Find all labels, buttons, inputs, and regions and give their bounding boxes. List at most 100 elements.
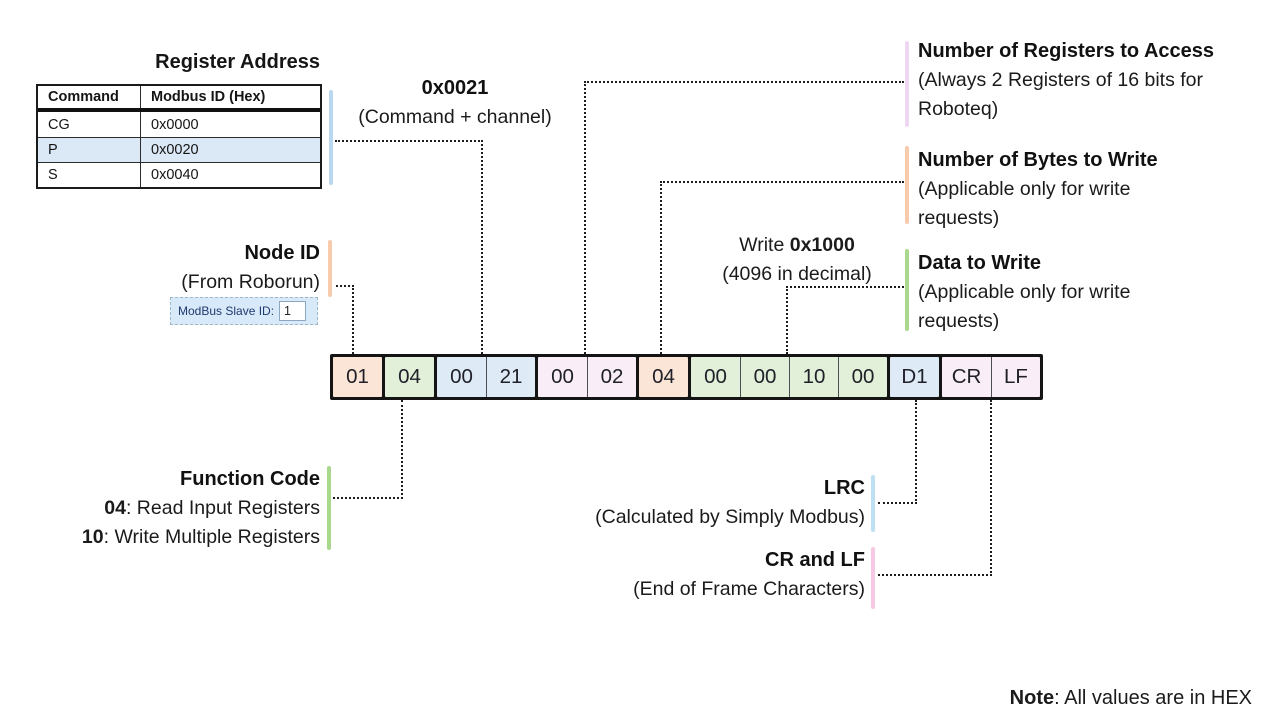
frame-group-data-to-write: 00 00 10 00 <box>691 357 887 397</box>
function-code-accent-bar <box>327 466 331 550</box>
header-modbus-id: Modbus ID (Hex) <box>140 86 320 108</box>
note: Note: All values are in HEX <box>952 687 1252 710</box>
function-code-item: 04: Read Input Registers <box>20 494 320 523</box>
slave-id-label: ModBus Slave ID: <box>178 304 275 318</box>
data-to-write-label: Data to Write (Applicable only for write… <box>918 249 1186 336</box>
frame-group-node-id: 01 <box>333 357 382 397</box>
cr-lf-label: CR and LF (End of Frame Characters) <box>545 546 865 604</box>
num-bytes-title: Number of Bytes to Write <box>918 149 1158 171</box>
connector-lrc-h <box>878 502 917 504</box>
register-table-title: Register Address <box>155 51 320 73</box>
node-id-label: Node ID (From Roborun) <box>20 239 320 297</box>
frame-group-end-of-frame: CR LF <box>942 357 1040 397</box>
cr-lf-title: CR and LF <box>765 549 865 571</box>
frame-byte: 00 <box>704 365 727 388</box>
num-registers-title: Number of Registers to Access <box>918 40 1215 62</box>
node-id-title: Node ID <box>244 242 320 264</box>
header-command: Command <box>48 89 119 105</box>
connector-node-h <box>336 285 354 287</box>
function-code-label: Function Code 04: Read Input Registers 1… <box>20 465 320 552</box>
connector-func-v <box>401 400 403 499</box>
register-value-label: 0x0021 (Command + channel) <box>348 74 562 132</box>
frame-byte: 00 <box>740 357 789 397</box>
table-row: CG 0x0000 <box>38 112 320 137</box>
data-to-write-title: Data to Write <box>918 252 1041 274</box>
connector-func-h <box>333 497 403 499</box>
frame-group-num-bytes: 04 <box>639 357 688 397</box>
write-value-desc: (4096 in decimal) <box>722 263 872 285</box>
register-value-desc: (Command + channel) <box>358 106 552 128</box>
table-row-highlighted: P 0x0020 <box>38 137 320 162</box>
function-code-item: 10: Write Multiple Registers <box>20 523 320 552</box>
frame-byte: 04 <box>398 365 421 388</box>
frame-byte: 00 <box>450 365 473 388</box>
frame-group-num-registers: 00 02 <box>538 357 636 397</box>
write-value: 0x1000 <box>789 234 855 256</box>
frame-byte: 10 <box>789 357 838 397</box>
node-id-desc: (From Roborun) <box>181 271 320 293</box>
cell-command: P <box>48 142 58 158</box>
slave-id-widget: ModBus Slave ID: <box>170 297 318 325</box>
connector-table-v <box>481 140 483 354</box>
note-label: Note <box>1009 687 1055 709</box>
frame-byte: 00 <box>838 357 887 397</box>
frame-byte: CR <box>951 365 982 388</box>
connector-crlf-v <box>990 400 992 576</box>
slave-id-input[interactable] <box>279 301 307 321</box>
lrc-title: LRC <box>823 477 865 499</box>
function-code-value: 10 <box>81 526 104 548</box>
num-registers-label: Number of Registers to Access (Always 2 … <box>918 37 1270 124</box>
function-code-desc: : Write Multiple Registers <box>103 526 320 548</box>
connector-numbytes-v <box>660 181 662 354</box>
frame-group-function-code: 04 <box>385 357 434 397</box>
write-prefix: Write <box>739 234 790 256</box>
data-to-write-accent-bar <box>905 249 909 331</box>
modbus-byte-frame: 01 04 00 21 00 02 04 00 00 10 00 D1 CR L… <box>330 354 1043 400</box>
connector-numreg-v <box>584 81 586 354</box>
connector-data-v <box>786 286 788 354</box>
frame-byte: 01 <box>346 365 369 388</box>
function-code-title: Function Code <box>180 468 320 490</box>
num-bytes-desc: (Applicable only for write requests) <box>918 178 1131 229</box>
table-row: S 0x0040 <box>38 162 320 187</box>
register-table-header: Command Modbus ID (Hex) <box>38 86 320 112</box>
cr-lf-accent-bar <box>871 547 875 609</box>
num-registers-accent-bar <box>905 41 909 127</box>
lrc-accent-bar <box>871 475 875 532</box>
connector-crlf-h <box>878 574 992 576</box>
connector-numbytes-h <box>660 181 904 183</box>
cr-lf-desc: (End of Frame Characters) <box>633 578 865 600</box>
node-id-accent-bar <box>328 240 332 297</box>
connector-data-h <box>786 286 904 288</box>
register-table: Command Modbus ID (Hex) CG 0x0000 P 0x00… <box>36 84 322 189</box>
note-text: : All values are in HEX <box>1054 687 1252 709</box>
function-code-value: 04 <box>104 497 126 519</box>
lrc-label: LRC (Calculated by Simply Modbus) <box>545 474 865 532</box>
frame-byte: 21 <box>486 357 535 397</box>
cell-command: S <box>48 167 58 183</box>
frame-byte: 00 <box>551 365 574 388</box>
cell-command: CG <box>48 116 70 133</box>
write-value-label: Write 0x1000 (4096 in decimal) <box>698 231 896 289</box>
num-registers-desc: (Always 2 Registers of 16 bits for Robot… <box>918 69 1204 120</box>
cell-modbus-id: 0x0000 <box>140 112 320 137</box>
register-value: 0x0021 <box>421 77 489 99</box>
frame-group-register-address: 00 21 <box>437 357 535 397</box>
num-bytes-accent-bar <box>905 146 909 224</box>
frame-byte: 04 <box>652 365 675 388</box>
frame-group-lrc: D1 <box>890 357 939 397</box>
frame-byte: 02 <box>587 357 636 397</box>
connector-node-v <box>352 285 354 354</box>
function-code-desc: : Read Input Registers <box>125 497 320 519</box>
table-accent-bar <box>329 90 333 185</box>
frame-byte: LF <box>991 357 1040 397</box>
data-to-write-desc: (Applicable only for write requests) <box>918 281 1131 332</box>
cell-modbus-id: 0x0040 <box>140 163 320 187</box>
lrc-desc: (Calculated by Simply Modbus) <box>595 506 865 528</box>
connector-table-h <box>335 140 483 142</box>
cell-modbus-id: 0x0020 <box>140 138 320 162</box>
connector-numreg-h <box>584 81 904 83</box>
connector-lrc-v <box>915 400 917 504</box>
num-bytes-label: Number of Bytes to Write (Applicable onl… <box>918 146 1186 233</box>
